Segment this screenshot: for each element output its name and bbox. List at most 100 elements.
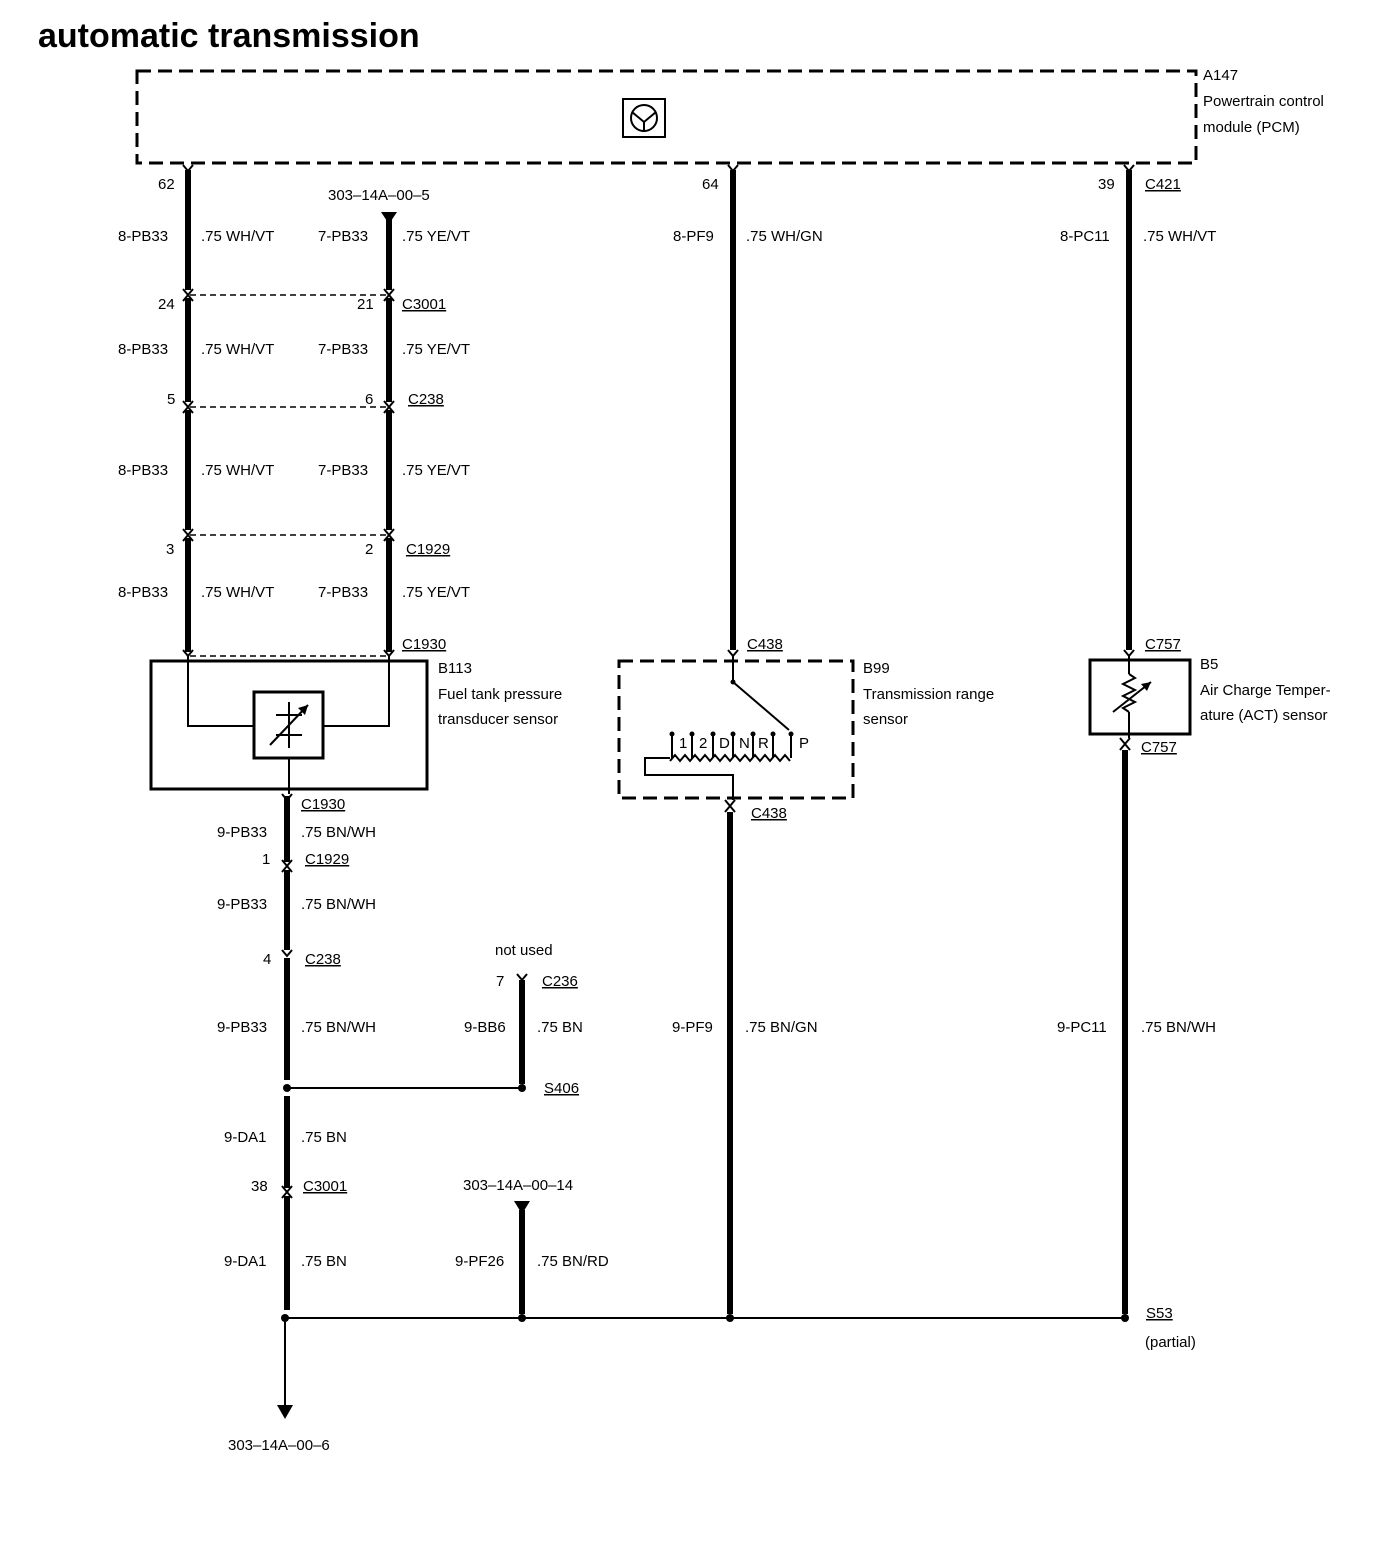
circuit-9-bb6: 9-BB6 <box>464 1019 506 1036</box>
circuit-9-pf9: 9-PF9 <box>672 1019 713 1036</box>
b99-name-line1: Transmission range <box>863 686 994 703</box>
pin-1: 1 <box>262 851 270 868</box>
pin-64: 64 <box>702 176 719 193</box>
connector-c3001-bottom: C3001 <box>303 1178 347 1195</box>
b113-name-line2: transducer sensor <box>438 711 558 728</box>
pcm-module-box <box>135 69 1198 165</box>
circuit-9-pb33-b: 9-PB33 <box>217 896 267 913</box>
ref-arrow-mid-icon <box>514 1201 530 1214</box>
page-title: automatic transmission <box>38 17 420 55</box>
variable-sensor-icon <box>252 690 325 760</box>
pin-7: 7 <box>496 973 504 990</box>
pin-5: 5 <box>167 391 175 408</box>
ref-bottom: 303–14A–00–6 <box>228 1437 330 1454</box>
wire-color-yevt-d: .75 YE/VT <box>402 584 470 601</box>
splice-dot-3 <box>726 1314 734 1322</box>
wire-color-yevt-a: .75 YE/VT <box>402 228 470 245</box>
connector-c238-top: C238 <box>408 391 444 408</box>
circuit-9-da1-a: 9-DA1 <box>224 1129 267 1146</box>
range-pos-1: 1 <box>679 735 687 752</box>
pin-2: 2 <box>365 541 373 558</box>
circuit-9-da1-b: 9-DA1 <box>224 1253 267 1270</box>
connector-c757-bottom: C757 <box>1141 739 1177 756</box>
thermistor-icon <box>1112 656 1152 738</box>
connector-c238-bottom: C238 <box>305 951 341 968</box>
circuit-7-pb33-a: 7-PB33 <box>318 228 368 245</box>
circuit-8-pb33-d: 8-PB33 <box>118 584 168 601</box>
b113-name-line1: Fuel tank pressure <box>438 686 562 703</box>
range-pos-2: 2 <box>699 735 707 752</box>
circuit-8-pb33-c: 8-PB33 <box>118 462 168 479</box>
connector-c1930-top: C1930 <box>402 636 446 653</box>
c757-chevron-bottom <box>1119 737 1131 751</box>
b113-internal-wiring <box>187 656 390 727</box>
wire-color-bn-c: .75 BN <box>301 1253 347 1270</box>
wire-color-whvt-a: .75 WH/VT <box>201 228 274 245</box>
circuit-7-pb33-b: 7-PB33 <box>318 341 368 358</box>
circuit-8-pb33-a: 8-PB33 <box>118 228 168 245</box>
circuit-9-pb33-a: 9-PB33 <box>217 824 267 841</box>
range-selector-switch-icon <box>644 656 794 800</box>
transmission-range-sensor-box <box>617 659 855 800</box>
connector-chevrons-left <box>182 164 395 658</box>
splice-dot-4 <box>1121 1314 1129 1322</box>
circuit-9-pc11: 9-PC11 <box>1057 1019 1107 1036</box>
pin-4: 4 <box>263 951 271 968</box>
connector-c757-top: C757 <box>1145 636 1181 653</box>
connector-c438-bottom: C438 <box>751 805 787 822</box>
ref-arrow-top-icon <box>381 212 397 224</box>
wire-color-whvt-b: .75 WH/VT <box>201 341 274 358</box>
connector-c421: C421 <box>1145 176 1181 193</box>
connector-c236: C236 <box>542 973 578 990</box>
splice-s53: S53 <box>1146 1305 1173 1322</box>
range-pos-r: R <box>758 735 769 752</box>
circuit-8-pf9: 8-PF9 <box>673 228 714 245</box>
circuit-8-pc11: 8-PC11 <box>1060 228 1110 245</box>
wire-color-bnwh-a: .75 BN/WH <box>301 824 376 841</box>
pin-21: 21 <box>357 296 374 313</box>
connector-c1929-bottom: C1929 <box>305 851 349 868</box>
pin-38: 38 <box>251 1178 268 1195</box>
wire-color-yevt-b: .75 YE/VT <box>402 341 470 358</box>
circuit-9-pb33-c: 9-PB33 <box>217 1019 267 1036</box>
range-pos-d: D <box>719 735 730 752</box>
ref-top: 303–14A–00–5 <box>328 187 430 204</box>
pin-6: 6 <box>365 391 373 408</box>
c438-chevron-top <box>727 649 739 658</box>
b5-name-line1: Air Charge Temper- <box>1200 682 1331 699</box>
ref-mid: 303–14A–00–14 <box>463 1177 573 1194</box>
wire-color-whvt-d: .75 WH/VT <box>201 584 274 601</box>
circuit-9-pf26: 9-PF26 <box>455 1253 504 1270</box>
wire-color-bnrd: .75 BN/RD <box>537 1253 609 1270</box>
pcm-ground-symbol-icon <box>622 98 666 138</box>
connector-c1929-top: C1929 <box>406 541 450 558</box>
pcm-id: A147 <box>1203 67 1238 84</box>
partial-label: (partial) <box>1145 1334 1196 1351</box>
not-used-label: not used <box>495 942 553 959</box>
connector-c3001-top: C3001 <box>402 296 446 313</box>
b5-name-line2: ature (ACT) sensor <box>1200 707 1328 724</box>
wire-color-bnwh-c: .75 BN/WH <box>301 1019 376 1036</box>
b113-id: B113 <box>438 660 472 677</box>
splice-dot-s406 <box>518 1084 526 1092</box>
act-sensor-box <box>1088 658 1192 736</box>
b99-name-line2: sensor <box>863 711 908 728</box>
circuit-8-pb33-b: 8-PB33 <box>118 341 168 358</box>
wire-color-whgn: .75 WH/GN <box>746 228 823 245</box>
pcm-name-line2: module (PCM) <box>1203 119 1300 136</box>
circuit-7-pb33-c: 7-PB33 <box>318 462 368 479</box>
splice-dot-2 <box>518 1314 526 1322</box>
pin-3: 3 <box>166 541 174 558</box>
splice-s406: S406 <box>544 1080 579 1097</box>
b99-id: B99 <box>863 660 890 677</box>
pin-62: 62 <box>158 176 175 193</box>
wire-9-pb33 <box>281 758 293 1310</box>
wire-color-bn-b: .75 BN <box>301 1129 347 1146</box>
range-pos-n: N <box>739 735 750 752</box>
pcm-name-line1: Powertrain control <box>1203 93 1324 110</box>
c757-chevron-top <box>1123 649 1135 658</box>
c438-chevron-bottom <box>724 799 736 813</box>
pin-24: 24 <box>158 296 175 313</box>
splice-dot-left <box>283 1084 291 1092</box>
connector-c438-top: C438 <box>747 636 783 653</box>
